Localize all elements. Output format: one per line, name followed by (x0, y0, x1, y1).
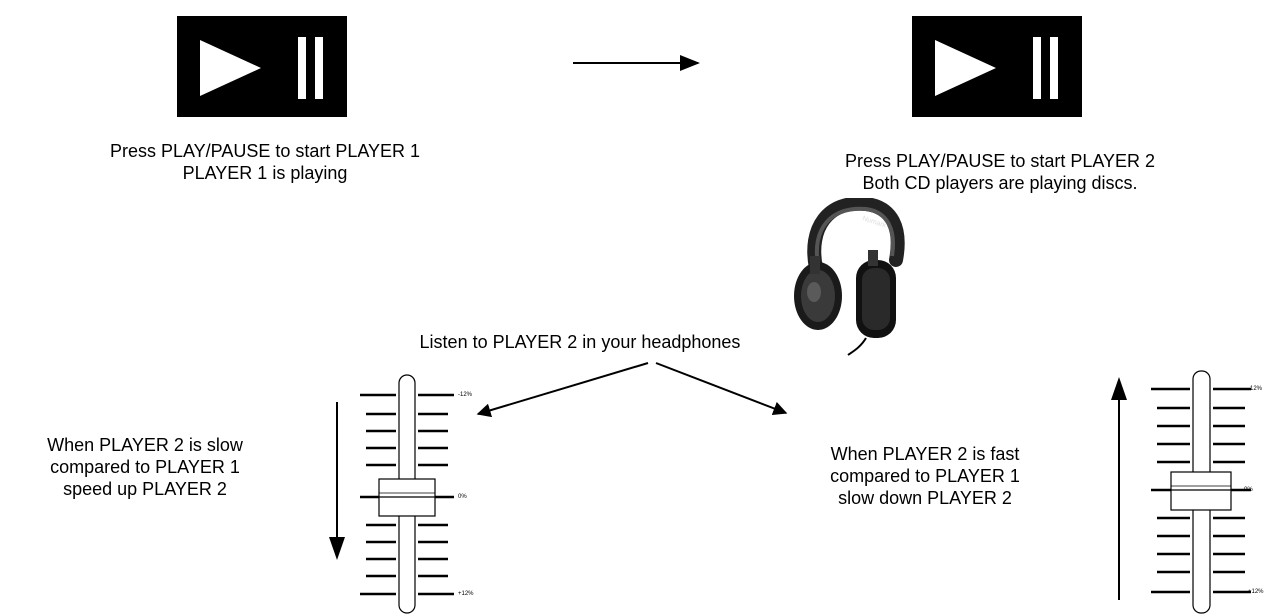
fast-case-line-3: slow down PLAYER 2 (838, 488, 1012, 508)
player-2-caption-line-2: Both CD players are playing discs. (862, 173, 1138, 193)
play-pause-button-player-2 (912, 16, 1082, 117)
pitch-fader-graphic (360, 374, 454, 614)
up-arrow-head (1111, 377, 1127, 400)
pitch-fader-left (358, 372, 498, 616)
fast-case-line-1: When PLAYER 2 is fast (830, 444, 1020, 464)
player-2-caption-line-1: Press PLAY/PAUSE to start PLAYER 2 (844, 151, 1156, 171)
player-1-caption-line-2: PLAYER 1 is playing (182, 163, 348, 183)
arrow-to-slow-case (476, 362, 649, 418)
player-1-caption: Press PLAY/PAUSE to start PLAYER 1 PLAYE… (50, 140, 480, 184)
next-step-arrow-head (680, 55, 700, 71)
play-pause-button-player-1 (177, 16, 347, 117)
down-arrow-head (329, 537, 345, 560)
fader-right-top-label: -12% (1248, 386, 1263, 392)
listen-caption: Listen to PLAYER 2 in your headphones (419, 332, 741, 352)
fader-left-top-label: -12% (458, 392, 473, 398)
player-1-caption-line-1: Press PLAY/PAUSE to start PLAYER 1 (109, 141, 421, 161)
pitch-fader-graphic (1151, 370, 1251, 614)
fader-left-bottom-label: +12% (458, 591, 474, 597)
fast-case-line-2: compared to PLAYER 1 (830, 466, 1020, 486)
play-pause-icon (935, 37, 1058, 99)
player-2-caption: Press PLAY/PAUSE to start PLAYER 2 Both … (780, 150, 1220, 194)
arrow-to-fast-case (655, 362, 788, 416)
fast-case-caption: When PLAYER 2 is fast compared to PLAYER… (770, 443, 1080, 509)
fader-left-center-label: 0% (458, 494, 467, 500)
pitch-fader-right (1145, 368, 1275, 616)
fader-right-center-label: 0% (1244, 487, 1253, 493)
slow-case-line-2: compared to PLAYER 1 (50, 457, 240, 477)
fader-right-bottom-label: +12% (1248, 589, 1264, 595)
slow-case-caption: When PLAYER 2 is slow compared to PLAYER… (0, 434, 290, 500)
slow-case-line-1: When PLAYER 2 is slow (47, 435, 243, 455)
play-pause-icon (200, 37, 323, 99)
slow-case-line-3: speed up PLAYER 2 (63, 479, 227, 499)
headphones-icon: Numark (788, 196, 906, 356)
